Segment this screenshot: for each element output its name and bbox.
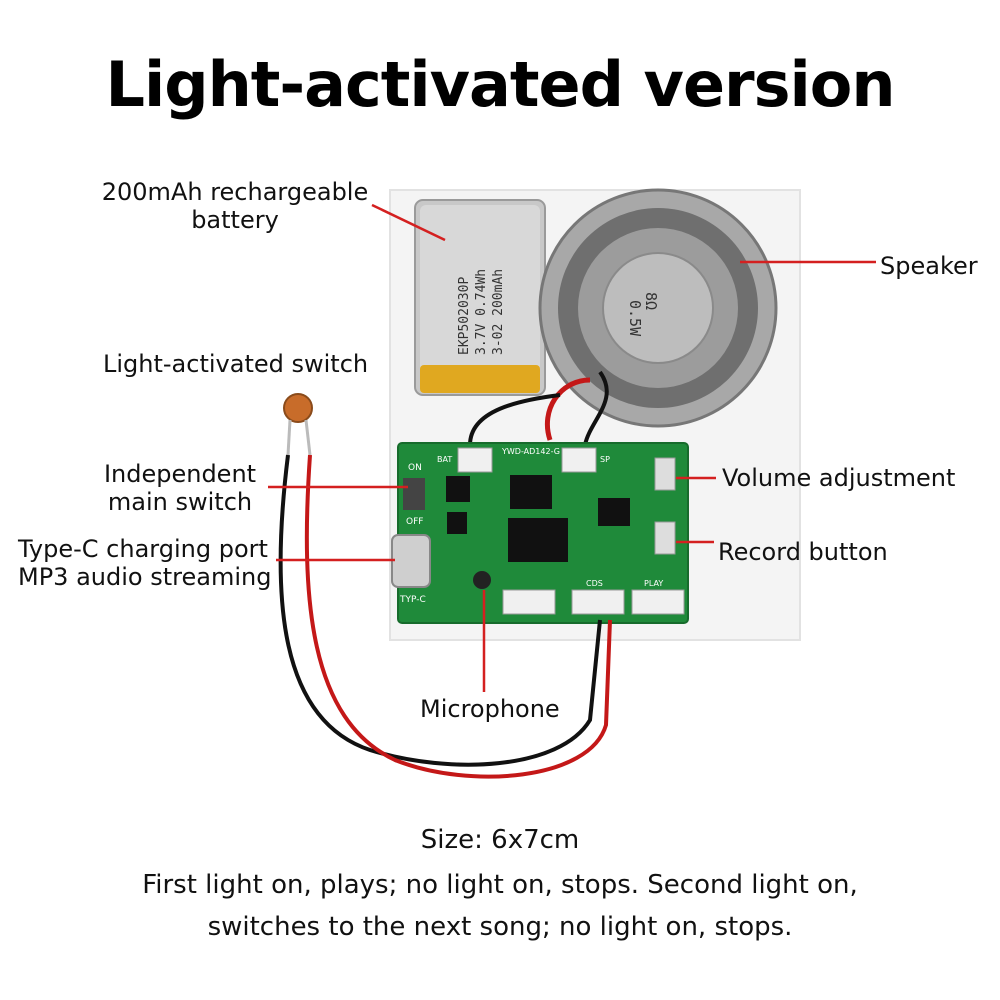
light-switch-label: Light-activated switch <box>103 350 369 378</box>
svg-text:ON: ON <box>408 463 422 473</box>
pcb-board: ON OFF TYP-C BAT SP YWD-AD142-G CDS PLAY <box>391 442 689 624</box>
speaker-label: Speaker <box>880 252 978 280</box>
main-switch-label: Independent main switch <box>103 460 257 516</box>
microphone-label: Microphone <box>420 695 560 723</box>
battery: EKP502030P 3.7V 0.74Wh 3-02 200mAh <box>414 199 546 396</box>
battery-print-1: EKP502030P <box>457 277 472 355</box>
svg-text:OFF: OFF <box>406 517 423 527</box>
svg-text:TYP-C: TYP-C <box>399 595 426 605</box>
svg-text:BAT: BAT <box>437 455 452 464</box>
battery-print-3: 3-02 200mAh <box>491 269 506 355</box>
size-line: Size: 6x7cm <box>0 825 1000 855</box>
record-label: Record button <box>718 538 888 566</box>
typec-label: Type-C charging port MP3 audio streaming <box>18 535 272 591</box>
size-value: 6x7cm <box>491 825 580 855</box>
svg-text:CDS: CDS <box>586 579 603 588</box>
speaker-print-2: 0.5W <box>626 300 644 337</box>
svg-text:PLAY: PLAY <box>644 579 663 588</box>
sensor-wire-red <box>304 454 612 779</box>
size-label: Size: <box>420 825 483 855</box>
svg-text:SP: SP <box>600 455 610 464</box>
battery-print-2: 3.7V 0.74Wh <box>474 269 489 355</box>
light-sensor <box>283 393 313 456</box>
description-line-2: switches to the next song; no light on, … <box>207 912 793 942</box>
speaker-print-1: 8Ω <box>642 292 660 310</box>
record-button <box>654 521 676 555</box>
typec-port <box>391 534 431 588</box>
page-title: Light-activated version <box>105 48 896 121</box>
svg-text:YWD-AD142-G: YWD-AD142-G <box>501 447 560 456</box>
microphone <box>473 571 491 589</box>
volume-button <box>654 457 676 491</box>
volume-label: Volume adjustment <box>722 464 956 492</box>
description-line-1: First light on, plays; no light on, stop… <box>142 870 858 900</box>
annotation-lines <box>268 203 876 692</box>
speaker: 8Ω 0.5W <box>538 188 778 428</box>
sensor-wire-black <box>278 454 602 767</box>
battery-label: 200mAh rechargeable battery <box>101 178 369 234</box>
main-switch <box>403 478 425 510</box>
